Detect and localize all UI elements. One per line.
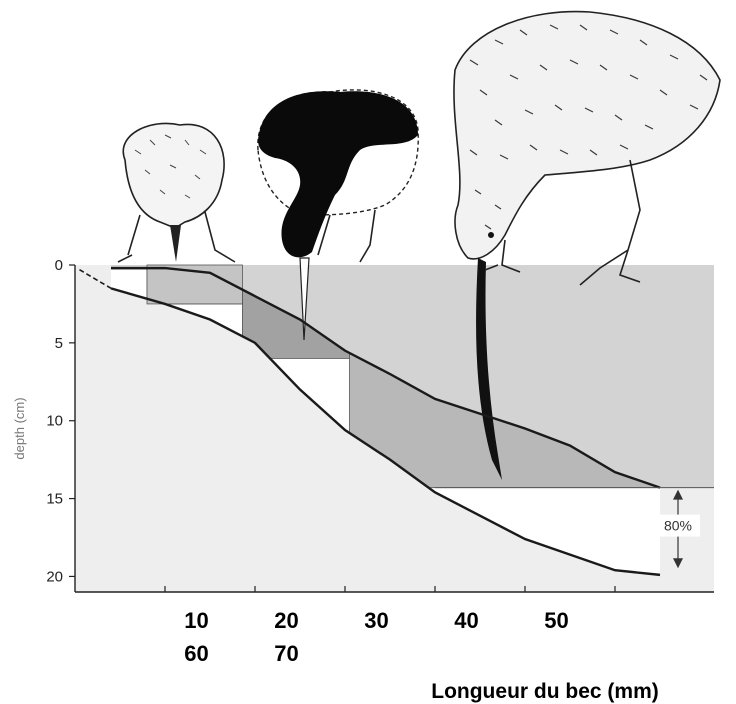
x-tick-label: 40 — [454, 608, 478, 633]
x-axis-label: Longueur du bec (mm) — [431, 680, 659, 703]
y-tick-label: 15 — [46, 491, 63, 508]
y-tick-label: 5 — [55, 335, 63, 352]
x-tick-label: 50 — [544, 608, 568, 633]
y-tick-label: 10 — [46, 413, 63, 430]
y-tick-label: 0 — [55, 257, 63, 274]
x-tick-label: 20 — [274, 608, 298, 633]
x-tick-label: 60 — [184, 641, 208, 666]
x-tick-label: 30 — [364, 608, 388, 633]
y-axis-label: depth (cm) — [12, 397, 27, 459]
stint-bird-illustration — [118, 123, 235, 262]
x-tick-label: 70 — [274, 641, 298, 666]
range-label: 80% — [664, 518, 692, 534]
area-layer — [75, 265, 714, 592]
y-tick-label: 20 — [46, 568, 63, 585]
x-tick-label: 10 — [184, 608, 208, 633]
